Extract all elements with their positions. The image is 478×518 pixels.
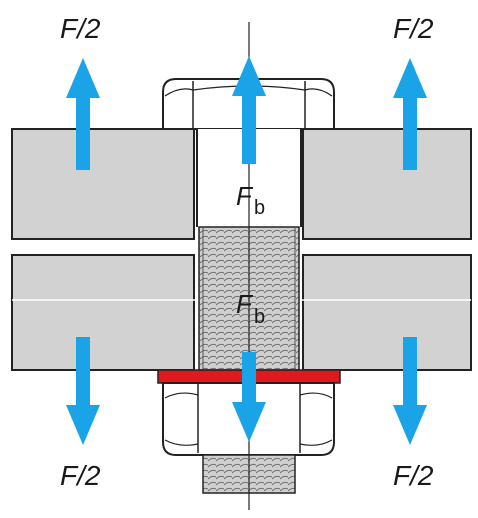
force-label-top-right: F/2 [393, 13, 434, 44]
lower-plate-left [11, 254, 195, 371]
bolt-force-subscript-lower: b [254, 306, 265, 328]
upper-plate-right [302, 128, 472, 240]
upper-plate-left [11, 128, 195, 240]
upper-plate [11, 128, 472, 240]
arrow-down-right [393, 337, 427, 445]
force-label-top-left: F/2 [60, 13, 101, 44]
bolt-force-symbol-lower: F [236, 289, 254, 319]
force-label-bottom-right: F/2 [393, 460, 434, 491]
bolt-force-label-upper: F b [236, 181, 265, 219]
arrow-up-right [393, 58, 427, 170]
arrow-up-left [66, 58, 100, 170]
bolt-force-symbol-upper: F [236, 181, 254, 211]
force-label-bottom-left: F/2 [60, 460, 101, 491]
lower-plate [11, 254, 472, 371]
lower-plate-right [302, 254, 472, 371]
arrow-down-center [232, 352, 266, 442]
arrow-down-left [66, 337, 100, 445]
bolt-force-subscript-upper: b [254, 197, 265, 219]
bolt-force-label-lower: F b [236, 289, 265, 328]
arrow-up-center [232, 56, 266, 164]
